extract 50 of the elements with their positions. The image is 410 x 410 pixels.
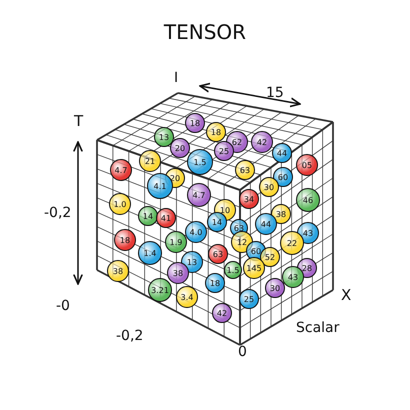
numbered-sphere: 42 <box>212 303 232 323</box>
numbered-sphere: 42 <box>251 131 273 153</box>
numbered-sphere: 05 <box>296 154 318 176</box>
numbered-sphere: 52 <box>260 247 280 267</box>
numbered-sphere: 25 <box>214 141 234 161</box>
numbered-sphere: 34 <box>239 189 259 209</box>
numbered-sphere: 1.0 <box>109 193 131 215</box>
numbered-sphere: 41 <box>156 208 176 228</box>
numbered-sphere: 18 <box>205 273 225 293</box>
numbered-sphere: 4.7 <box>187 183 211 207</box>
title: TENSOR <box>162 20 248 44</box>
numbered-sphere: 4.0 <box>185 221 207 243</box>
axis-label: X <box>341 286 352 304</box>
numbered-sphere: 4.7 <box>110 159 132 181</box>
numbered-sphere: 21 <box>139 150 161 172</box>
numbered-sphere: 38 <box>107 260 129 282</box>
axis-label: -0,2 <box>116 328 144 344</box>
axis-label: T <box>74 112 84 130</box>
numbered-sphere: 1.4 <box>138 241 162 265</box>
axis-label: 0 <box>238 344 247 360</box>
axis-label: Scalar <box>296 320 340 336</box>
numbered-sphere: 30 <box>259 177 279 197</box>
numbered-sphere: 3.4 <box>176 286 198 308</box>
axis-label: I <box>174 70 178 86</box>
numbered-sphere: 3.21 <box>148 278 172 302</box>
numbered-sphere: 60 <box>273 167 293 187</box>
numbered-sphere: 30 <box>265 278 285 298</box>
dimension-label: 15 <box>266 85 284 101</box>
axis-label: -0 <box>56 298 70 314</box>
numbered-sphere: 43 <box>282 266 304 288</box>
axis-label: -0,2 <box>44 205 72 221</box>
numbered-sphere: 18 <box>114 229 136 251</box>
numbered-sphere: 14 <box>207 212 227 232</box>
numbered-sphere: 13 <box>154 127 174 147</box>
numbered-sphere: 14 <box>138 206 158 226</box>
numbered-sphere: 18 <box>185 113 205 133</box>
numbered-sphere: 25 <box>239 289 259 309</box>
numbered-sphere: 18 <box>206 122 226 142</box>
numbered-sphere: 1.9 <box>165 231 187 253</box>
numbered-sphere: 46 <box>296 188 320 212</box>
numbered-sphere: 145 <box>243 257 265 279</box>
numbered-sphere: 1.5 <box>187 149 213 175</box>
numbered-sphere: 63 <box>208 244 228 264</box>
numbered-sphere: 44 <box>272 143 292 163</box>
numbered-sphere: 1.5 <box>224 261 242 279</box>
numbered-sphere: 20 <box>170 138 190 158</box>
numbered-sphere: 63 <box>235 160 255 180</box>
numbered-sphere: 22 <box>280 231 304 255</box>
numbered-sphere: 38 <box>167 262 189 284</box>
numbered-sphere: 44 <box>255 213 277 235</box>
